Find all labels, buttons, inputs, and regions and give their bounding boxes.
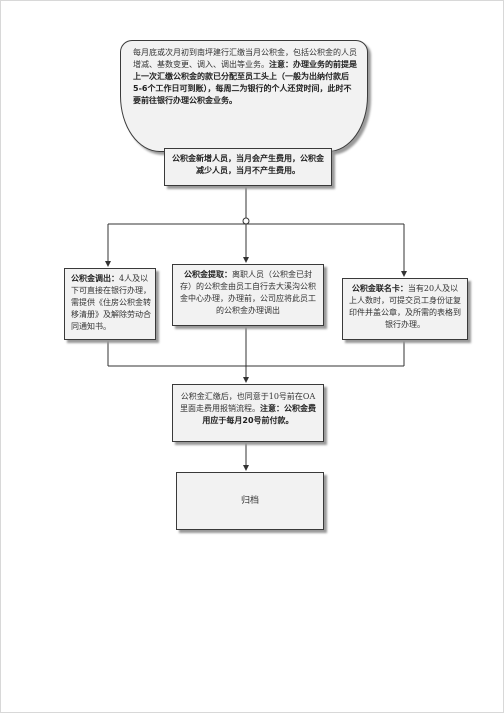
- archive-text: 归档: [240, 496, 259, 506]
- joint-card-text: 当有20人及以上人数时，可提交员工身份证复印件并盖公章，及所需的表格到银行办理。: [349, 284, 461, 329]
- joint-card-box: 公积金联名卡：当有20人及以上人数时，可提交员工身份证复印件并盖公章，及所需的表…: [342, 278, 468, 340]
- reimburse-bold-label: 注意：: [260, 404, 284, 413]
- junction-node: [242, 217, 250, 225]
- transfer-out-text: 4人及以下可直接在银行办理，需提供《住房公积金转移清册》及解除劳动合同通知书。: [71, 274, 151, 331]
- start-node: 每月底或次月初到南坪建行汇缴当月公积金，包括公积金的人员增减、基数变更、调入、调…: [120, 40, 368, 152]
- transfer-out-label: 公积金调出：: [71, 274, 119, 283]
- reimburse-bold-text: 公积金费用应于每月20号前付款。: [202, 404, 316, 425]
- change-box-text: 公积金新增人员，当月会产生费用，公积金减少人员，当月不产生费用。: [172, 154, 324, 175]
- archive-box: 归档: [176, 472, 324, 530]
- start-bold-text: 办理业务的前提是上一次汇缴公积金的款已分配至员工头上（一般为出纳付款后5-6个工…: [133, 60, 357, 105]
- start-text: 每月底或次月初到南坪建行汇缴当月公积金，包括公积金的人员增减、基数变更、调入、调…: [133, 48, 357, 69]
- withdraw-label: 公积金提取：: [184, 270, 232, 279]
- start-bold-label: 注意：: [269, 60, 293, 69]
- joint-card-label: 公积金联名卡：: [351, 284, 408, 293]
- transfer-out-box: 公积金调出：4人及以下可直接在银行办理，需提供《住房公积金转移清册》及解除劳动合…: [64, 268, 156, 340]
- change-box: 公积金新增人员，当月会产生费用，公积金减少人员，当月不产生费用。: [164, 148, 332, 186]
- reimburse-text: 公积金汇缴后，也同意于10号前在OA里面走费用报销流程。: [180, 392, 316, 413]
- withdraw-box: 公积金提取：离职人员（公积金已封存）的公积金由员工自行去大溪沟公积金中心办理，办…: [172, 264, 324, 326]
- reimburse-box: 公积金汇缴后，也同意于10号前在OA里面走费用报销流程。注意：公积金费用应于每月…: [172, 384, 324, 442]
- withdraw-text: 离职人员（公积金已封存）的公积金由员工自行去大溪沟公积金中心办理，办理前，公司应…: [180, 270, 316, 315]
